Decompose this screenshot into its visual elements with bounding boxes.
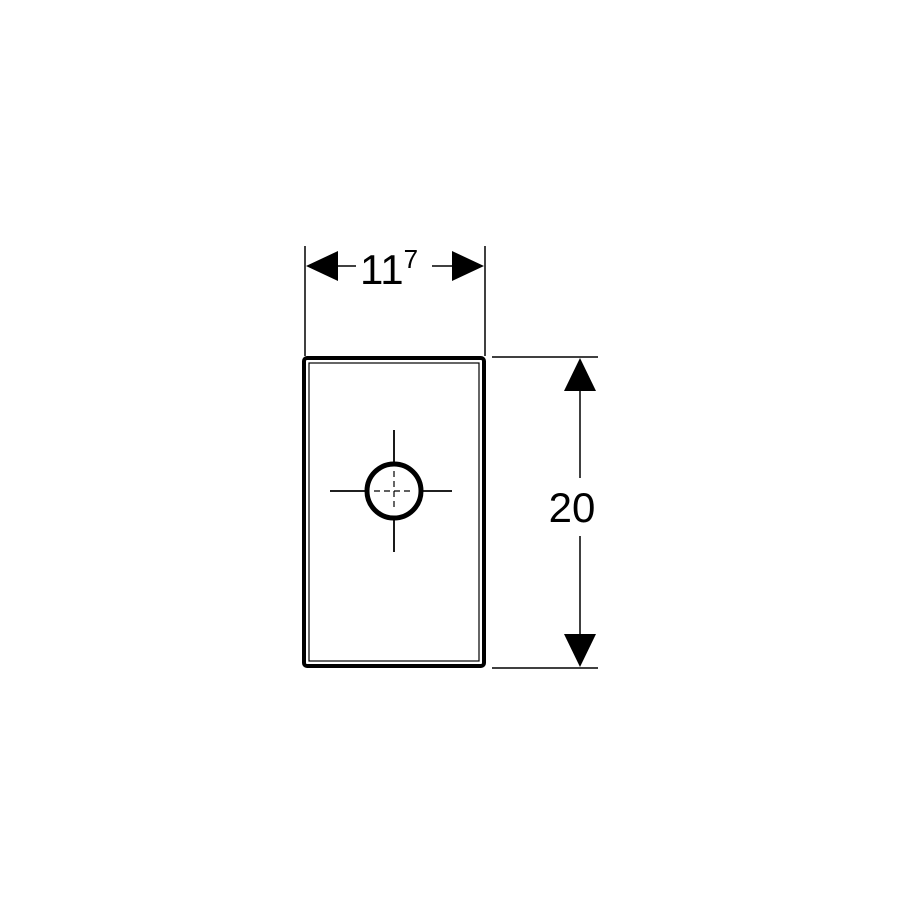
width-arrow-left xyxy=(306,251,338,281)
height-arrow-top xyxy=(564,358,596,391)
plate-inner-outline xyxy=(308,362,480,662)
width-label: 117 xyxy=(360,244,418,293)
height-arrow-bottom xyxy=(564,634,596,667)
width-label-main: 11 xyxy=(360,246,404,293)
height-label: 20 xyxy=(549,484,596,531)
height-dimension: 20 xyxy=(492,356,598,669)
plate-outer-outline xyxy=(302,356,486,668)
width-label-superscript: 7 xyxy=(404,244,418,274)
hole xyxy=(330,430,452,552)
width-dimension: 117 xyxy=(304,244,486,356)
plate xyxy=(302,356,486,668)
width-arrow-right xyxy=(452,251,484,281)
